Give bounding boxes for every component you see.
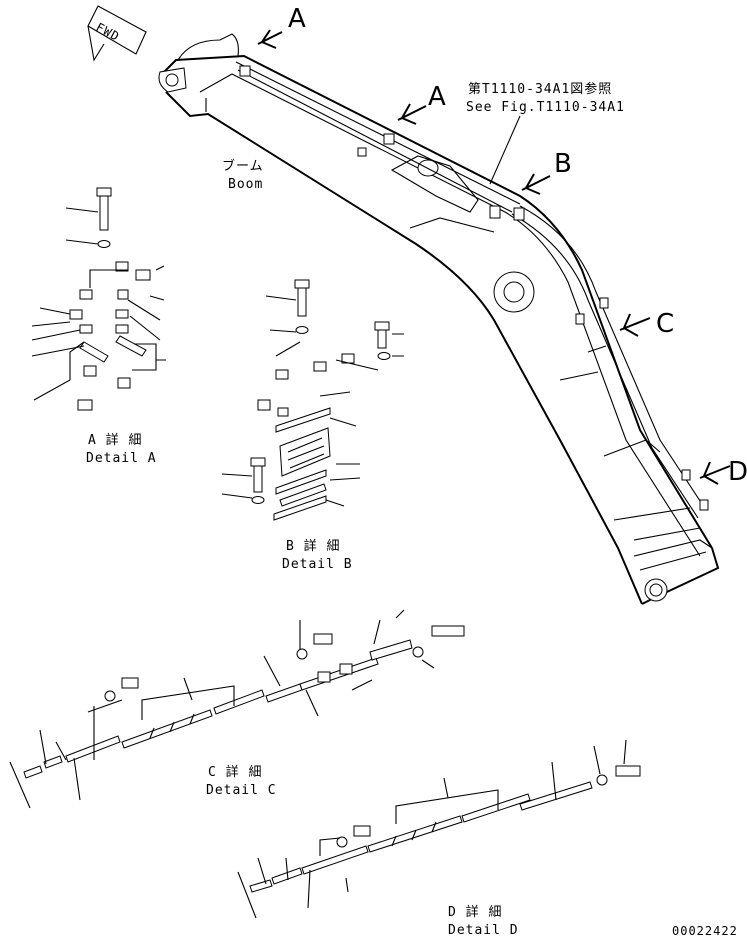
- detail-d-jp: D 詳 細: [448, 904, 502, 920]
- detail-a-en: Detail A: [86, 451, 157, 466]
- detail-c-illustration: [9, 609, 465, 809]
- view-label-a-top: A: [288, 4, 306, 34]
- view-label-c: C: [656, 309, 674, 339]
- arrow-a-mid: [397, 103, 427, 125]
- view-label-b: B: [554, 149, 572, 179]
- arrow-b: [521, 173, 551, 195]
- reference-leader: [489, 115, 521, 185]
- detail-b-jp: B 詳 細: [286, 538, 340, 554]
- fwd-label: FWD: [94, 20, 122, 44]
- view-label-a: A: [428, 82, 446, 112]
- view-label-d: D: [728, 457, 747, 487]
- detail-d-illustration: [237, 739, 641, 919]
- reference-jp: 第T1110-34A1図参照: [468, 81, 612, 97]
- reference-en: See Fig.T1110-34A1: [466, 100, 625, 115]
- detail-b-illustration: [221, 279, 404, 521]
- view-arrows: [257, 29, 731, 485]
- boom-illustration: [158, 33, 720, 605]
- boom-label-en: Boom: [228, 177, 263, 192]
- detail-d-en: Detail D: [448, 923, 519, 937]
- detail-a-illustration: [31, 187, 166, 411]
- boom-label-jp: ブーム: [222, 158, 264, 174]
- arrow-c: [619, 313, 651, 337]
- drawing-number: 00022422: [672, 924, 738, 937]
- fwd-arrow: FWD: [87, 5, 147, 62]
- detail-b-en: Detail B: [282, 557, 353, 572]
- arrow-a-top: [257, 29, 283, 49]
- detail-c-jp: C 詳 細: [208, 764, 262, 780]
- detail-a-jp: A 詳 細: [88, 432, 142, 448]
- detail-c-en: Detail C: [206, 783, 277, 798]
- arrow-d: [699, 461, 731, 485]
